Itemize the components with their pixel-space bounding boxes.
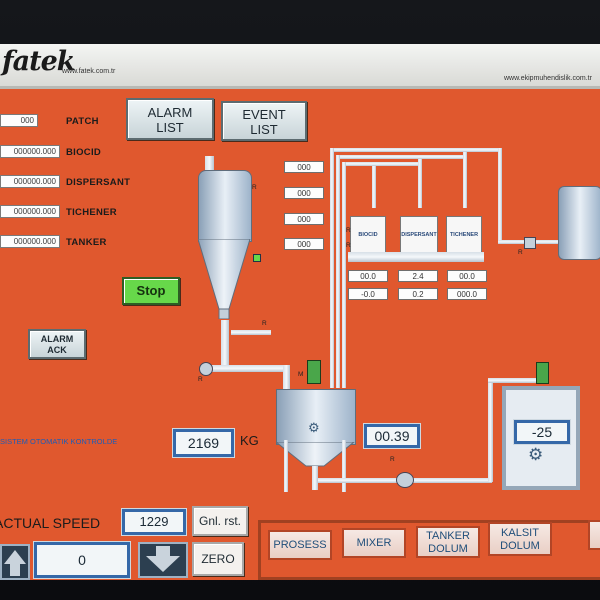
next-page-button[interactable] bbox=[588, 520, 600, 550]
feed-pump-icon bbox=[199, 362, 213, 376]
mixer-cone bbox=[276, 442, 355, 467]
actual-speed-display: 1229 bbox=[122, 509, 186, 535]
system-status-text: SISTEM OTOMATIK KONTROLDE bbox=[0, 437, 118, 446]
silo-air-valve-mark: R bbox=[262, 320, 267, 327]
dispersant-rate[interactable]: 0.2 bbox=[398, 288, 438, 300]
mixer-tank bbox=[276, 389, 356, 445]
dosing-base-pipe bbox=[348, 252, 484, 262]
tichener-rate[interactable]: 000.0 bbox=[447, 288, 487, 300]
tanker-field[interactable]: 000000.000 bbox=[0, 235, 60, 248]
dispersant-value[interactable]: 2.4 bbox=[398, 270, 438, 282]
speed-up-button[interactable] bbox=[0, 544, 30, 580]
website-right: www.ekipmuhendislik.com.tr bbox=[504, 75, 592, 82]
event-list-button[interactable]: EVENT LIST bbox=[221, 101, 307, 141]
biocid-field[interactable]: 000000.000 bbox=[0, 145, 60, 158]
tichener-field[interactable]: 000000.000 bbox=[0, 205, 60, 218]
alarm-ack-button[interactable]: ALARM ACK bbox=[28, 329, 86, 359]
silo-value-4[interactable]: 000 bbox=[284, 238, 324, 250]
transfer-pump-mark: R bbox=[390, 456, 395, 463]
bottom-nav-panel bbox=[258, 520, 600, 580]
tanker-down-pipe bbox=[498, 148, 502, 243]
tichener-pipe bbox=[463, 152, 467, 208]
mixer-agitator-icon: ⚙ bbox=[308, 420, 320, 435]
silo-level-indicator bbox=[253, 254, 261, 262]
kalsit-dolum-button[interactable]: KALSIT DOLUM bbox=[488, 522, 552, 556]
biocid-rate[interactable]: -0.0 bbox=[348, 288, 388, 300]
feed-pump-mark: R bbox=[198, 376, 203, 383]
mixer-leg-left bbox=[284, 440, 288, 492]
prosess-button[interactable]: PROSESS bbox=[268, 530, 332, 560]
biocid-tank: BIOCID bbox=[350, 216, 386, 254]
patch-field[interactable]: 000 bbox=[0, 114, 38, 127]
silo-feed-pipe bbox=[206, 365, 290, 372]
main-header-pipe-2 bbox=[336, 155, 466, 159]
return-pipe-1 bbox=[330, 148, 334, 388]
silo-value-1[interactable]: 000 bbox=[284, 161, 324, 173]
dispersant-pipe bbox=[418, 159, 422, 208]
kalsit-agitator-icon: ⚙ bbox=[528, 445, 544, 464]
silo-cone bbox=[198, 239, 251, 319]
kalsit-level-display[interactable]: -25 bbox=[514, 420, 570, 444]
speed-down-button[interactable] bbox=[138, 542, 188, 578]
biocid-valve-mark-2: R bbox=[346, 242, 351, 249]
fatek-logo: fatek bbox=[2, 46, 75, 77]
alarm-list-button[interactable]: ALARM LIST bbox=[126, 98, 214, 140]
tanker-valve-icon bbox=[524, 237, 536, 249]
tichener-value[interactable]: 00.0 bbox=[447, 270, 487, 282]
tanker-valve-mark: R bbox=[518, 249, 523, 256]
biocid-label: BIOCID bbox=[66, 147, 102, 158]
tanker-label: TANKER bbox=[66, 237, 107, 248]
header-bar: fatek www.fatek.com.tr www.ekipmuhendisl… bbox=[0, 44, 600, 89]
zero-button[interactable]: ZERO bbox=[192, 542, 244, 576]
silo-inlet-pipe bbox=[205, 156, 214, 170]
mixer-outlet-pipe bbox=[312, 466, 318, 490]
mixer-motor-mark: M bbox=[298, 371, 304, 378]
silo-mark: R bbox=[252, 184, 257, 191]
tichener-tank: TICHENER bbox=[446, 216, 482, 254]
silo-tank bbox=[198, 170, 252, 242]
silo-value-3[interactable]: 000 bbox=[284, 213, 324, 225]
biocid-value[interactable]: 00.0 bbox=[348, 270, 388, 282]
main-header-pipe-3 bbox=[342, 162, 422, 166]
return-pipe-2 bbox=[336, 155, 340, 388]
silo-value-2[interactable]: 000 bbox=[284, 187, 324, 199]
hmi-screen: fatek www.fatek.com.tr www.ekipmuhendisl… bbox=[0, 44, 600, 580]
biocid-pipe bbox=[372, 166, 376, 208]
mixer-button[interactable]: MIXER bbox=[342, 528, 406, 558]
biocid-valve-mark: R bbox=[346, 227, 351, 234]
dispersant-field[interactable]: 000000.000 bbox=[0, 175, 60, 188]
tanker-tank bbox=[558, 186, 600, 260]
kalsit-motor-icon bbox=[536, 362, 549, 384]
tichener-label: TICHENER bbox=[66, 207, 117, 218]
main-header-pipe-1 bbox=[330, 148, 502, 152]
tanker-dolum-button[interactable]: TANKER DOLUM bbox=[416, 526, 480, 558]
dispersant-label: DISPERSANT bbox=[66, 177, 131, 188]
feed-down-pipe bbox=[283, 365, 290, 389]
speed-setpoint-field[interactable]: 0 bbox=[34, 542, 130, 578]
stop-button[interactable]: Stop bbox=[122, 277, 180, 305]
arrow-up-icon bbox=[4, 550, 26, 576]
weight-display[interactable]: 2169 bbox=[173, 429, 234, 457]
silo-air-pipe bbox=[231, 330, 271, 335]
return-pipe-3 bbox=[342, 162, 346, 388]
weight-unit: KG bbox=[240, 433, 259, 448]
kalsit-up-pipe bbox=[488, 378, 493, 482]
mixer-motor-icon bbox=[307, 360, 321, 384]
mixer-leg-right bbox=[342, 440, 346, 492]
kalsit-top-pipe bbox=[488, 378, 538, 383]
website-left: www.fatek.com.tr bbox=[62, 68, 116, 75]
transfer-pump-icon bbox=[396, 472, 414, 488]
silo-outlet-pipe bbox=[221, 320, 229, 366]
mixer-level-display[interactable]: 00.39 bbox=[364, 424, 420, 448]
actual-speed-label: ACTUAL SPEED bbox=[0, 515, 101, 531]
arrow-down-icon bbox=[146, 546, 180, 572]
dispersant-tank: DISPERSANT bbox=[400, 216, 438, 254]
general-reset-button[interactable]: Gnl. rst. bbox=[192, 506, 248, 536]
patch-label: PATCH bbox=[66, 116, 99, 127]
